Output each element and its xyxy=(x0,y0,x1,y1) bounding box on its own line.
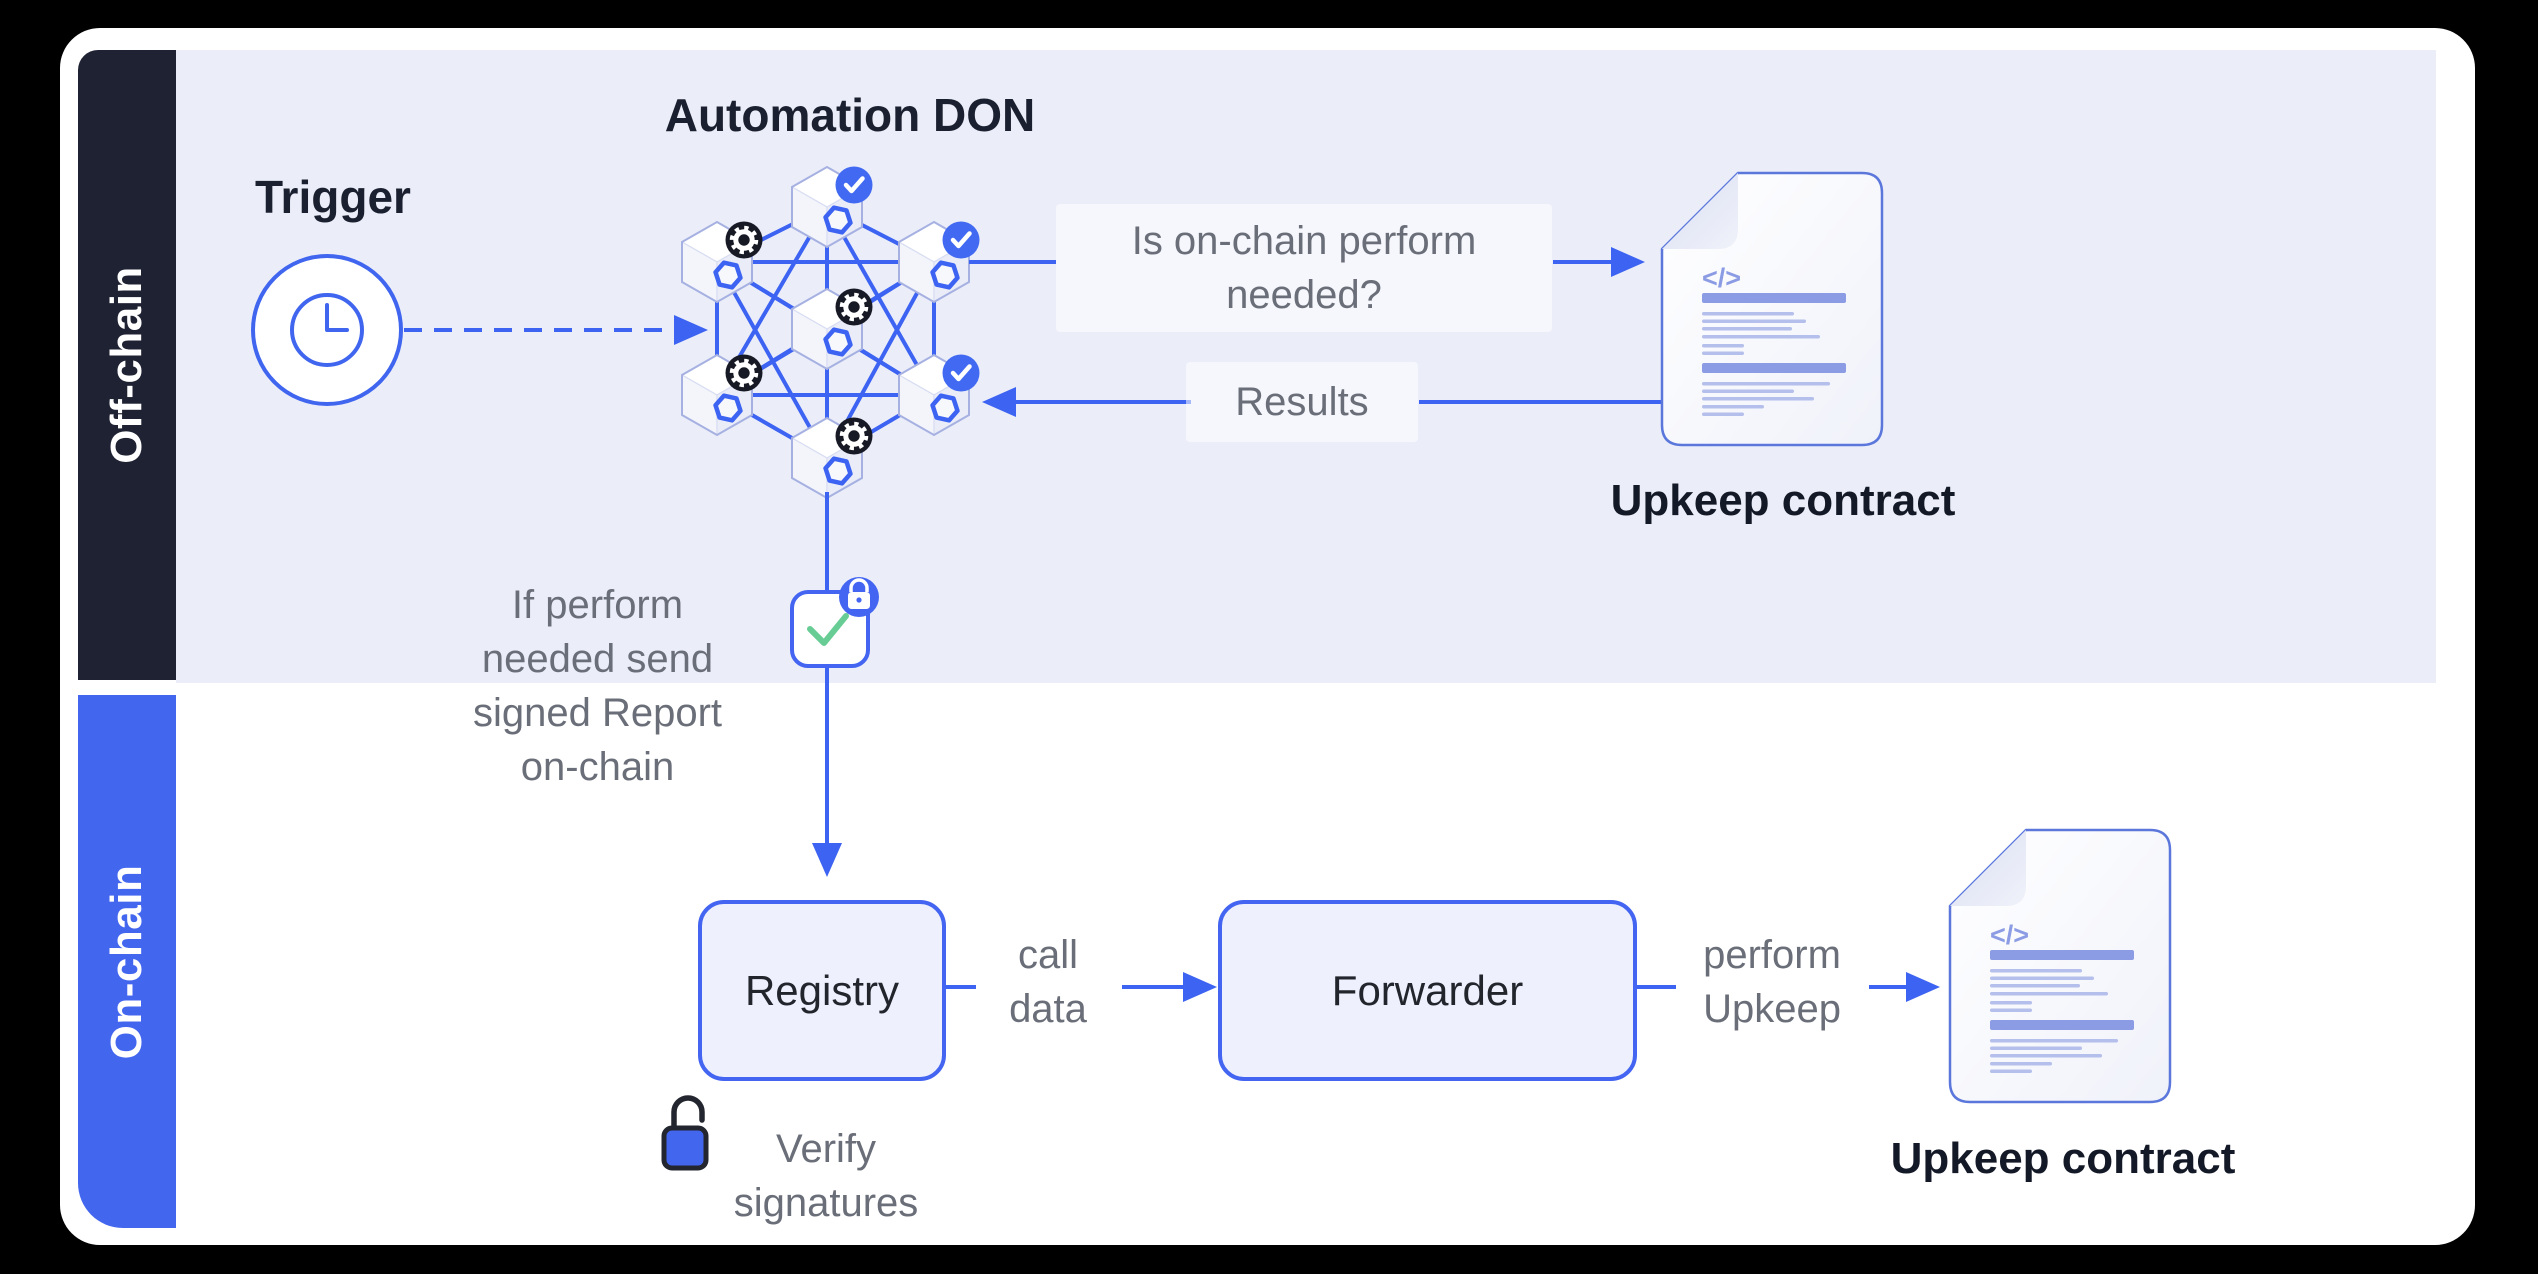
results-label: Results xyxy=(1186,362,1418,442)
offchain-label: Off-chain xyxy=(102,266,151,464)
verify-signatures-label: Verify signatures xyxy=(733,1127,919,1225)
onchain-label: On-chain xyxy=(102,864,151,1059)
trigger-label: Trigger xyxy=(255,171,411,223)
registry-label: Registry xyxy=(744,966,900,1014)
onchain-band: On-chain xyxy=(78,695,176,1228)
registry-node: Registry xyxy=(698,900,946,1081)
call-data-label: call data xyxy=(1009,933,1087,1031)
upkeep-contract-title-onchain: Upkeep contract xyxy=(1890,1134,2236,1183)
if-perform-note: If perform needed send signed Report on-… xyxy=(472,583,723,789)
forwarder-label: Forwarder xyxy=(1331,966,1524,1014)
perform-upkeep-label: perform Upkeep xyxy=(1703,933,1841,1031)
forwarder-node: Forwarder xyxy=(1218,900,1637,1081)
onchain-perform-question: Is on-chain perform needed? xyxy=(1056,204,1552,332)
upkeep-contract-title-offchain: Upkeep contract xyxy=(1610,476,1956,525)
automation-don-title: Automation DON xyxy=(664,89,1036,141)
offchain-band: Off-chain xyxy=(78,50,176,680)
